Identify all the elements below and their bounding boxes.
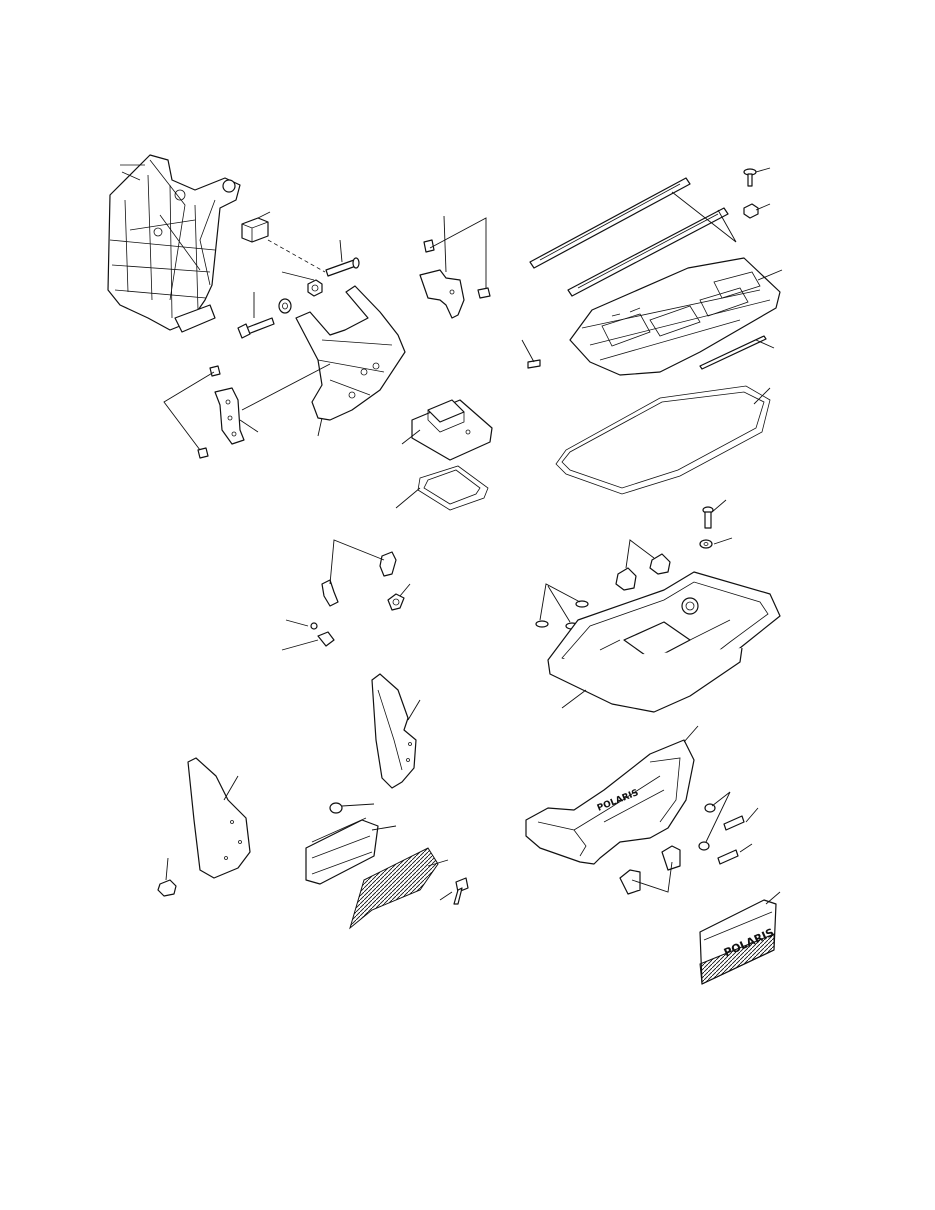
hose-clamp: [387, 583, 411, 611]
rear-rack: [569, 257, 783, 376]
bumper-bolts: [717, 807, 759, 865]
storage-washer: [699, 537, 733, 549]
grommets-pair: [615, 539, 671, 591]
clip-bracket-assembly: [321, 539, 397, 607]
bracket-right: [419, 215, 491, 319]
small-nut-mid: [285, 619, 318, 630]
screw-top: [743, 167, 771, 187]
grille-mesh: [349, 847, 449, 930]
front-frame-extension: [295, 285, 406, 437]
battery-tray: [401, 399, 493, 461]
long-bolt-upper: [325, 239, 360, 277]
push-rivet-mid: [329, 802, 375, 814]
storage-bolt: [702, 499, 727, 529]
nut: [281, 271, 323, 297]
washer: [278, 298, 292, 314]
nut-top: [743, 203, 771, 219]
storage-box: [547, 571, 781, 713]
bumper-washers: [698, 791, 731, 851]
assembly-line: [267, 239, 326, 273]
bracket-left-bolts: [163, 365, 221, 459]
long-bolt-lower: [237, 292, 275, 339]
rack-rail-lower: [567, 207, 729, 297]
rack-rail-upper: [529, 177, 691, 269]
splash-panel-right: [371, 673, 421, 789]
rail-leader: [671, 191, 737, 243]
bracket-left: [214, 363, 331, 445]
splash-panel-left: [187, 757, 251, 879]
front-bumper: POLARIS: [525, 725, 699, 865]
push-rivet-left: [157, 857, 177, 897]
rack-rod: [699, 335, 775, 370]
front-grille-panel: POLARIS: [699, 891, 781, 985]
bump-stop: [241, 211, 271, 243]
rack-pin: [521, 339, 541, 369]
grille-frame: [305, 817, 397, 885]
bumper-pads: [619, 845, 681, 895]
grille-screw: [439, 877, 469, 905]
storage-seal: [555, 385, 771, 495]
wire-clip: [281, 631, 335, 651]
frame-assembly: [107, 154, 241, 333]
square-gasket: [395, 465, 489, 511]
